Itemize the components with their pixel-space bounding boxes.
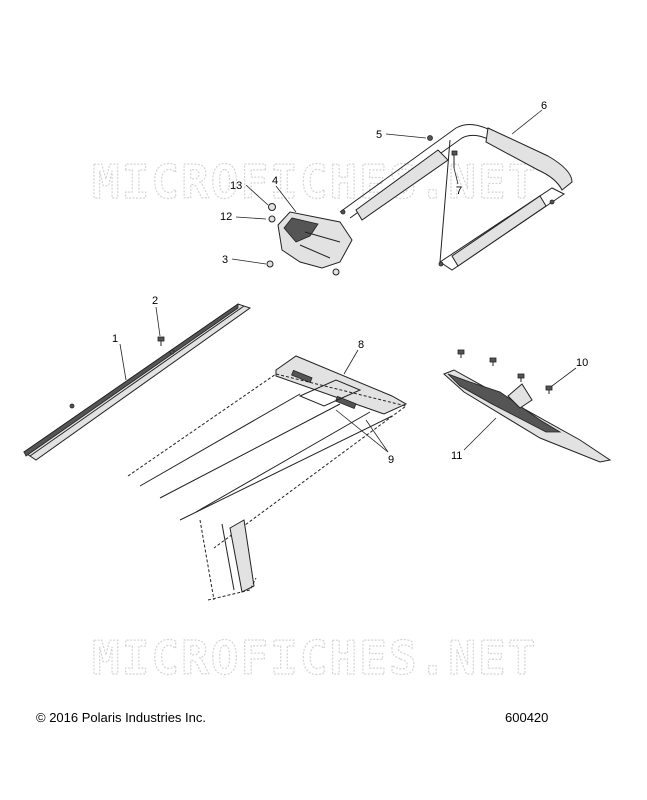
callout-13: 13 <box>230 180 242 192</box>
drawing-number: 600420 <box>505 710 549 725</box>
part-13-nut <box>268 203 276 211</box>
callout-8: 8 <box>358 339 364 351</box>
callout-3: 3 <box>222 254 228 266</box>
callout-12: 12 <box>220 211 232 223</box>
callout-9: 9 <box>388 454 394 466</box>
watermark-bottom: MICROFICHES.NET <box>92 631 537 685</box>
part-1-rail <box>23 303 252 461</box>
callout-10: 10 <box>576 357 588 369</box>
part-12-nut <box>268 215 276 223</box>
part-7-bolt <box>451 150 458 168</box>
callout-5: 5 <box>376 129 382 141</box>
copyright-text: © 2016 Polaris Industries Inc. <box>36 710 206 725</box>
part-11-guard <box>443 369 612 463</box>
part-2-screw <box>157 336 165 346</box>
leader-lines <box>119 109 577 453</box>
watermark-top: MICROFICHES.NET <box>92 155 537 209</box>
callout-1: 1 <box>112 333 118 345</box>
callout-11: 11 <box>451 450 462 462</box>
callout-6: 6 <box>541 100 547 112</box>
callouts: 1 2 3 4 5 6 7 8 9 10 11 12 13 <box>112 100 588 466</box>
part-8-panel <box>275 355 408 415</box>
callout-2: 2 <box>152 295 158 307</box>
part-5-bolt <box>427 135 433 141</box>
part-3-nut <box>266 260 274 268</box>
cargo-bed <box>127 373 408 601</box>
nut <box>332 268 340 276</box>
part-4-housing <box>277 211 353 269</box>
part-10-screws <box>457 349 553 394</box>
callout-4: 4 <box>272 175 278 187</box>
part-6-rollbar <box>339 124 573 271</box>
callout-7: 7 <box>456 185 462 197</box>
